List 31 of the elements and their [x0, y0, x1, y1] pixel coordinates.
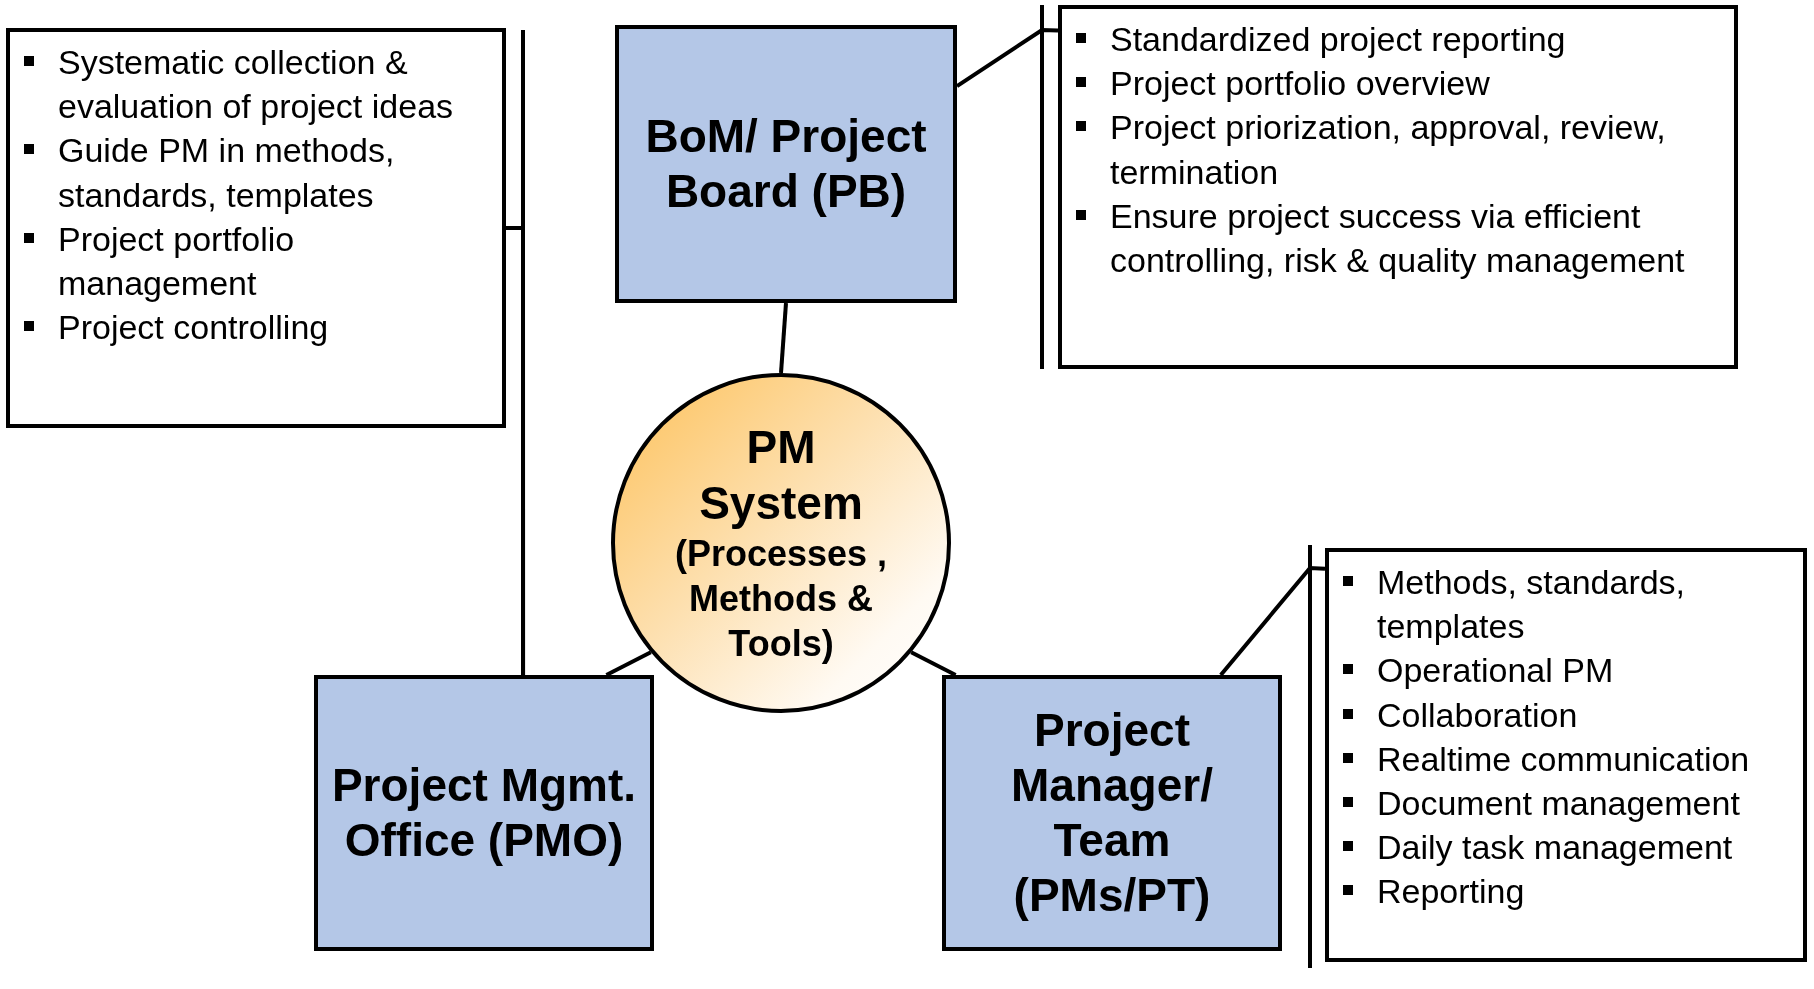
list-item-text: Methods, standards, templates	[1377, 562, 1687, 648]
connector-line	[910, 650, 957, 677]
list-item-text: Project portfolio overview	[1110, 63, 1490, 105]
list-item-text: Project priorization, approval, review, termination	[1110, 107, 1667, 193]
list-item-text: Reporting	[1377, 871, 1525, 913]
list-item-text: Daily task management	[1377, 827, 1733, 869]
connector-line	[1219, 565, 1326, 677]
circle-subtitle: (Processes , Methods & Tools)	[673, 531, 889, 666]
list-item-text: Document management	[1377, 782, 1740, 824]
role-title: Project Mgmt. Office (PMO)	[330, 757, 638, 868]
list-item-text: Systematic collection & evaluation of project ideas	[58, 42, 455, 128]
list-item-text: Project portfolio management	[58, 218, 296, 304]
list-item-text: Collaboration	[1377, 694, 1578, 736]
role-box	[942, 675, 1282, 951]
role-box	[615, 25, 957, 303]
list-item-text: Realtime communication	[1377, 738, 1750, 780]
circle-title: PM System	[698, 420, 864, 531]
role-title: BoM/ Project Board (PB)	[644, 108, 928, 219]
list-item-text: Operational PM	[1377, 650, 1614, 692]
connector-line	[779, 302, 788, 374]
list-item-text: Ensure project success via efficient controlling, risk & quality management	[1110, 195, 1686, 281]
list-item-text: Standardized project reporting	[1110, 19, 1566, 60]
list-item-text: Guide PM in methods, standards, templates	[58, 130, 396, 216]
bullet-list-box	[1325, 548, 1807, 962]
bullet-list-box	[1058, 5, 1738, 369]
role-box	[314, 675, 654, 951]
role-title: Project Manager/ Team (PMs/PT)	[1010, 702, 1214, 924]
connector-line	[506, 226, 526, 675]
connector-line	[605, 650, 652, 677]
list-item-text: Project controlling	[58, 307, 329, 349]
bullet-list-box	[6, 28, 506, 428]
